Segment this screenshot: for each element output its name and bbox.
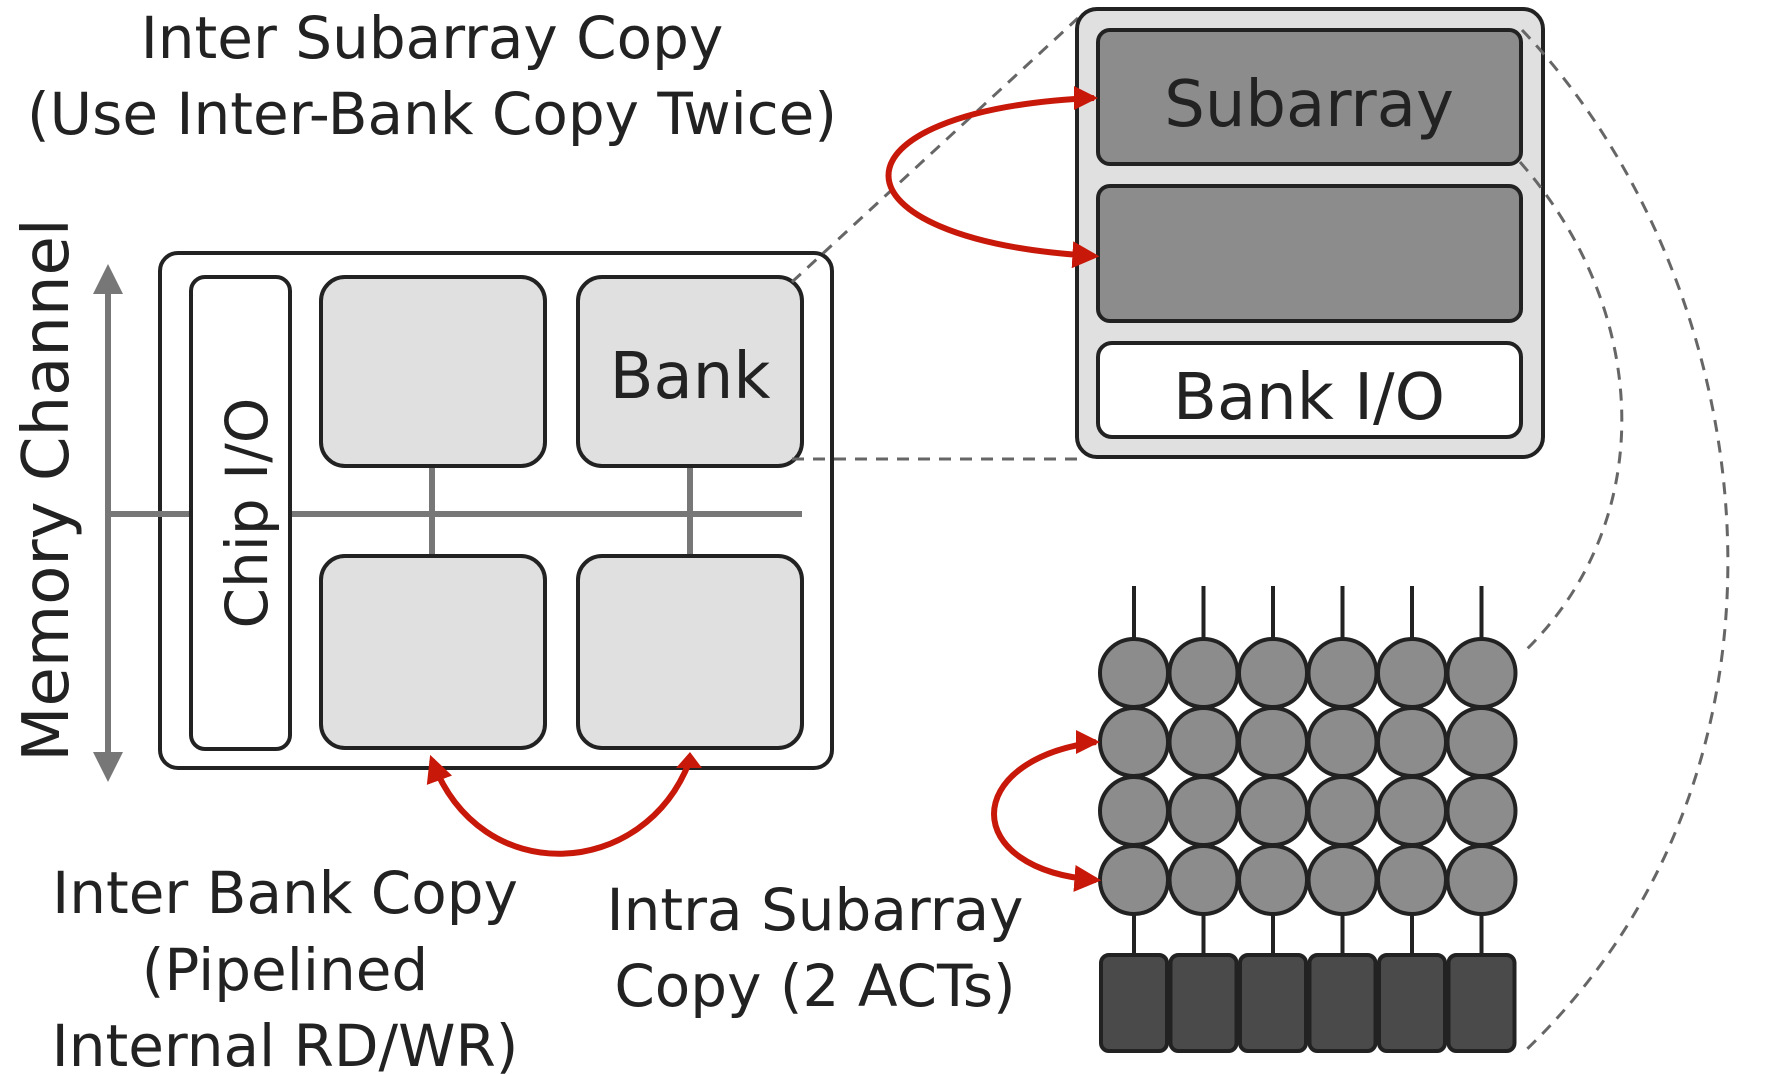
bank-top-left <box>319 275 547 468</box>
inter-subarray-title-line2: (Use Inter-Bank Copy Twice) <box>27 80 837 148</box>
inter-bank-copy-arrow-head-right <box>676 752 702 768</box>
memory-channel-label: Memory Channel <box>10 218 84 761</box>
dram-cell <box>1098 844 1170 916</box>
dram-cell <box>1376 637 1448 709</box>
dram-cell <box>1445 775 1518 847</box>
dram-cell <box>1237 844 1309 916</box>
dram-cell <box>1376 775 1448 847</box>
inter-bank-title-line3: Internal RD/WR) <box>52 1012 519 1074</box>
dram-cell <box>1445 637 1518 709</box>
intra-subarray-title-line2: Copy (2 ACTs) <box>614 952 1015 1020</box>
sense-amplifier <box>1238 953 1308 1053</box>
inter-subarray-copy-arrow-head-top <box>1074 86 1098 110</box>
dram-cell <box>1167 706 1240 778</box>
dram-cell <box>1306 637 1379 709</box>
dram-cell <box>1306 844 1379 916</box>
bank-bottom-left <box>319 554 547 750</box>
dram-cell <box>1167 637 1240 709</box>
inter-subarray-title-line1: Inter Subarray Copy <box>141 4 724 72</box>
subarray-label: Subarray <box>1164 68 1454 142</box>
sense-amplifier <box>1377 953 1447 1053</box>
subarray-top <box>1096 28 1523 166</box>
chip-io-label: Chip I/O <box>213 398 281 629</box>
zoom-line-subarray-upper <box>1518 161 1624 654</box>
bank-label: Bank <box>610 340 771 414</box>
dram-cell <box>1237 637 1309 709</box>
sense-amplifier <box>1168 953 1239 1053</box>
cell-array <box>1098 586 1518 1053</box>
dram-cell <box>1098 706 1170 778</box>
dram-cell <box>1376 706 1448 778</box>
dram-cell <box>1306 706 1379 778</box>
bank-io-block <box>1096 341 1523 439</box>
sense-amplifier <box>1446 953 1517 1053</box>
inter-bank-title-line2: (Pipelined <box>142 936 428 1004</box>
bank-bottom-right <box>576 554 804 750</box>
dram-cell <box>1167 775 1240 847</box>
intra-subarray-copy-arrow-head-top <box>1076 730 1100 754</box>
subarray-bottom <box>1096 184 1523 323</box>
dram-cell <box>1098 637 1170 709</box>
inter-subarray-copy-arrow <box>885 95 1100 269</box>
sense-amplifier <box>1099 953 1169 1053</box>
zoom-line-subarray-lower <box>1520 28 1730 1054</box>
dram-cell <box>1445 706 1518 778</box>
dram-cell <box>1237 706 1309 778</box>
bank-io-label: Bank I/O <box>1173 361 1445 435</box>
inter-bank-title-line1: Inter Bank Copy <box>52 859 518 927</box>
zoom-line-bank-top <box>790 16 1080 284</box>
inter-bank-copy-arrow <box>426 754 693 857</box>
dram-cell <box>1098 775 1170 847</box>
dram-cell <box>1445 844 1518 916</box>
dram-cell <box>1237 775 1309 847</box>
dram-cell <box>1306 775 1379 847</box>
intra-subarray-copy-arrow <box>991 739 1102 892</box>
intra-subarray-title-line1: Intra Subarray <box>607 876 1024 944</box>
chip-io-block <box>189 275 292 751</box>
sense-amplifier <box>1307 953 1378 1053</box>
dram-cell <box>1376 844 1448 916</box>
bank-top-right <box>576 275 804 468</box>
dram-cell <box>1167 844 1240 916</box>
